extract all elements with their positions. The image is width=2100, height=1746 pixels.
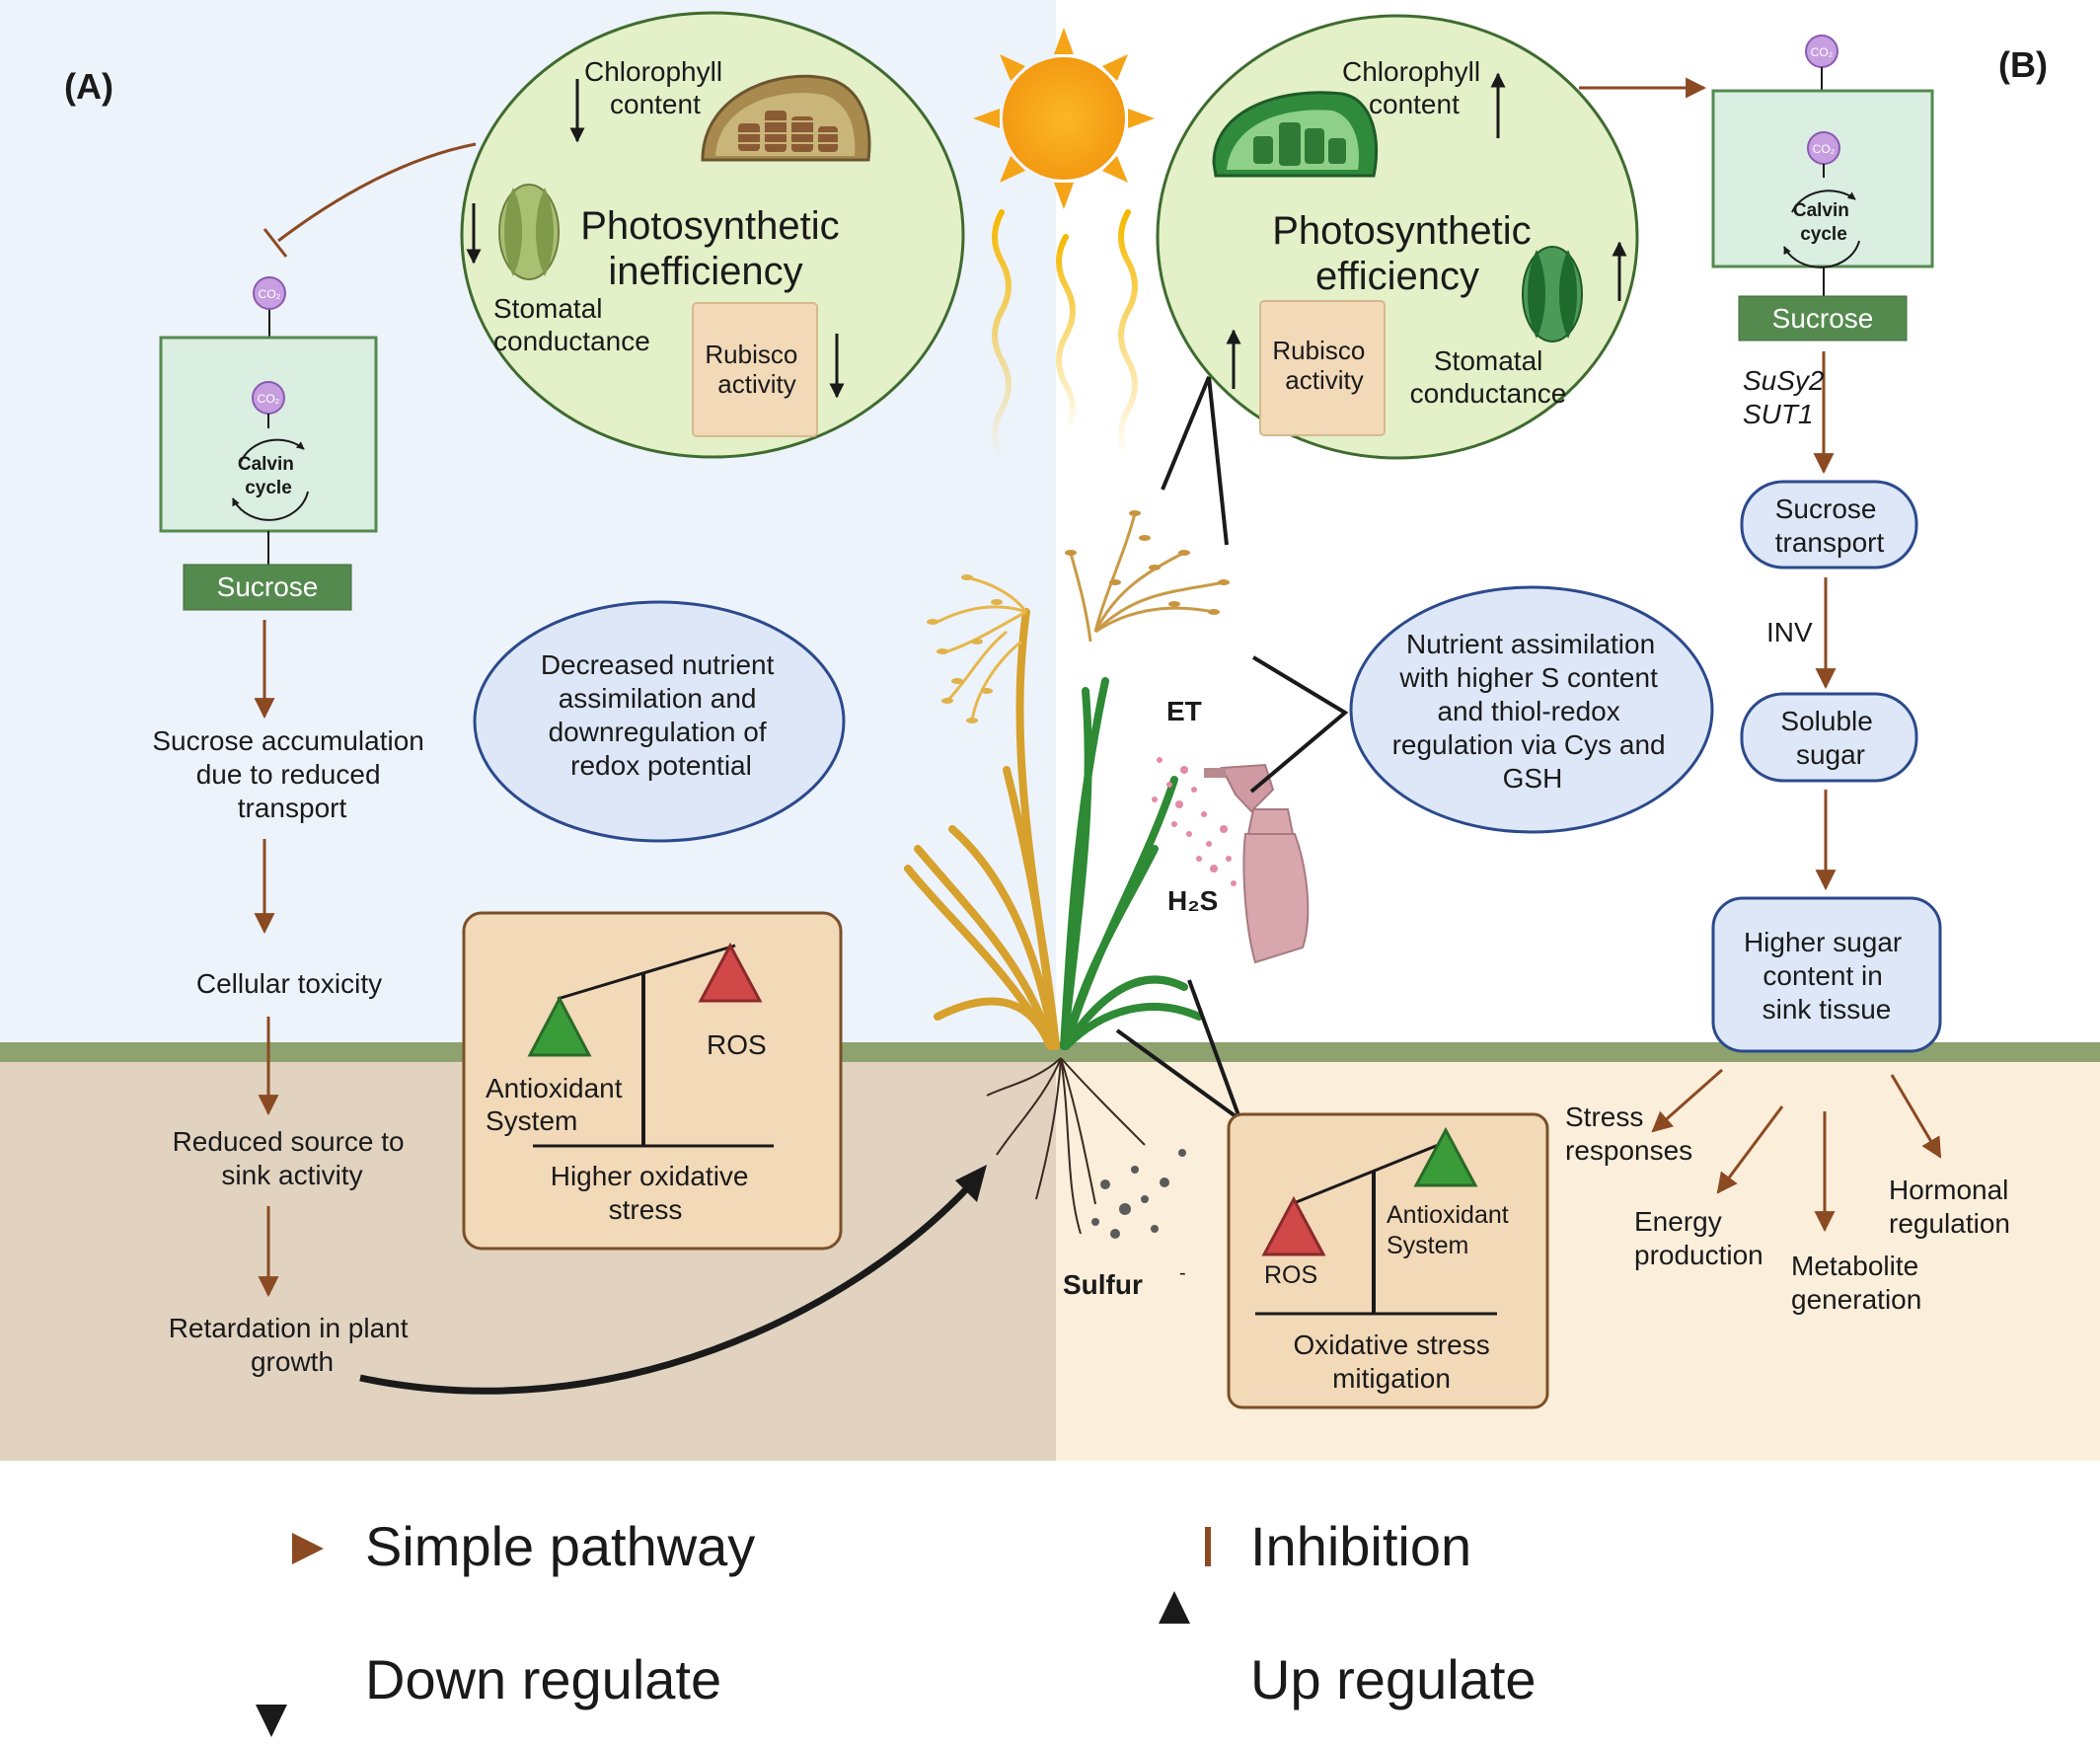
left-stomatal-label: Stomatal conductance [493, 293, 650, 356]
outcome-hormonal-regulation: Hormonal regulation [1889, 1175, 2016, 1239]
right-nutrient-ellipse: Nutrient assimilation with higher S cont… [1349, 585, 1714, 834]
left-photosynthesis-circle: Chlorophyll content Photosynth [460, 11, 965, 459]
gene-labels: SuSy2 SUT1 [1743, 365, 1832, 429]
left-step-sucrose-accumulation: Sucrose accumulation due to reduced tran… [152, 725, 431, 823]
right-sucrose-label: Sucrose [1772, 303, 1874, 334]
left-inhibition-connector [277, 142, 477, 243]
left-inhibition-bar [262, 228, 288, 258]
green-chloroplast-icon [1212, 91, 1379, 178]
right-balance-caption: Oxidative stress mitigation [1294, 1329, 1498, 1394]
left-pathway: Sucrose accumulation due to reduced tran… [152, 620, 987, 1395]
sulfur-label: Sulfur [1063, 1269, 1143, 1300]
stomata-icon [498, 184, 560, 280]
right-stomatal-label: Stomatal conductance [1410, 345, 1567, 409]
outcome-energy-production: Energy production [1634, 1206, 1763, 1270]
left-calvin-cycle-icon [232, 438, 309, 521]
right-balance-box: ROS Antioxidant System Oxidative stress … [1227, 1112, 1549, 1409]
right-ros-triangle [1261, 1195, 1326, 1256]
panel-b-label: (B) [1998, 44, 2048, 85]
plant-connectors [1115, 376, 1349, 1118]
left-circle-title: Photosynthetic inefficiency [580, 204, 851, 293]
legend-down-label: Down regulate [365, 1648, 721, 1710]
left-ros-label: ROS [707, 1029, 767, 1060]
right-photosynthesis-circle: Chlorophyll content Photosynthetic effic… [1156, 14, 1639, 460]
left-balance-beam [557, 944, 736, 1001]
left-calvin-panel: CO₂ CO₂ Calvin cycle Sucrose [159, 276, 378, 611]
inv-label: INV [1766, 617, 1813, 647]
sun-rays-icon [992, 209, 1138, 462]
legend-up-label: Up regulate [1250, 1648, 1537, 1710]
left-ros-triangle [698, 942, 763, 1003]
legend-inhibition-label: Inhibition [1250, 1515, 1471, 1577]
left-calvin-box [159, 336, 378, 533]
h2s-label: H₂S [1167, 885, 1218, 916]
left-antioxidant-triangle [527, 995, 592, 1057]
right-co2-label-inner: CO₂ [1813, 142, 1836, 156]
right-antioxidant-triangle [1413, 1126, 1478, 1187]
sucrose-transport-label: Sucrose transport [1775, 493, 1885, 558]
outcome-metabolite-generation: Metabolite generation [1791, 1251, 1926, 1315]
higher-sugar-label: Higher sugar content in sink tissue [1744, 927, 1910, 1025]
right-circle-title: Photosynthetic efficiency [1272, 209, 1542, 298]
soluble-sugar-box [1740, 692, 1918, 783]
outcome-stress-responses: Stress responses [1565, 1101, 1692, 1166]
higher-sugar-box [1711, 896, 1942, 1053]
right-pathway: SuSy2 SUT1 Sucrose transport INV Soluble… [1565, 351, 2016, 1315]
left-step-retardation: Retardation in plant growth [169, 1313, 416, 1377]
left-balance-box: ROS Antioxidant System Higher oxidative … [462, 911, 843, 1251]
et-label: ET [1166, 696, 1202, 726]
chloroplast-icon [701, 74, 871, 162]
panel-a-label: (A) [64, 66, 113, 107]
left-step-cellular-toxicity: Cellular toxicity [196, 968, 382, 999]
left-balance-caption: Higher oxidative stress [551, 1161, 757, 1225]
right-antioxidant-label: Antioxidant System [1387, 1201, 1516, 1259]
left-co2-label-top: CO₂ [259, 287, 281, 301]
right-rubisco-box [1259, 300, 1386, 436]
left-co2-molecule-top [253, 276, 286, 310]
right-sucrose-box [1738, 295, 1908, 342]
right-calvin-label: Calvin cycle [1793, 200, 1854, 245]
right-nutrient-text: Nutrient assimilation with higher S cont… [1392, 629, 1674, 794]
left-sucrose-box [183, 564, 352, 611]
green-stomata-icon [1522, 246, 1583, 342]
left-rubisco-label: Rubisco activity [705, 340, 804, 399]
dash-mark: - [1179, 1262, 1186, 1284]
spray-bottle-icon [1204, 763, 1310, 964]
left-nutrient-ellipse: Decreased nutrient assimilation and down… [473, 600, 846, 843]
right-rubisco-label: Rubisco activity [1272, 336, 1372, 395]
right-co2-label-top: CO₂ [1811, 45, 1834, 59]
left-step-reduced-source: Reduced source to sink activity [173, 1126, 412, 1190]
left-growth-curved-arrow [359, 1185, 970, 1395]
left-chlorophyll-label: Chlorophyll content [584, 56, 730, 119]
left-calvin-label: Calvin cycle [238, 454, 299, 498]
left-rubisco-box [692, 302, 818, 437]
legend: Simple pathway Inhibition Down regulate … [69, 1515, 1537, 1737]
spray-droplets [1152, 757, 1237, 886]
left-nutrient-text: Decreased nutrient assimilation and down… [541, 649, 782, 781]
right-calvin-panel: CO₂ CO₂ Calvin cycle Sucrose [1711, 35, 1934, 342]
sun-icon [973, 28, 1155, 209]
right-ros-label: ROS [1264, 1261, 1317, 1289]
right-balance-beam [1293, 1140, 1447, 1205]
legend-simple-label: Simple pathway [365, 1515, 755, 1577]
soluble-sugar-label: Soluble sugar [1780, 706, 1880, 770]
left-co2-label-inner: CO₂ [258, 392, 280, 406]
right-calvin-box [1711, 89, 1934, 268]
sucrose-transport-box [1740, 480, 1918, 569]
rice-plant-icon [904, 510, 1230, 1239]
left-sucrose-label: Sucrose [217, 571, 319, 602]
left-antioxidant-label: Antioxidant System [486, 1073, 630, 1136]
right-chlorophyll-label: Chlorophyll content [1342, 56, 1488, 119]
